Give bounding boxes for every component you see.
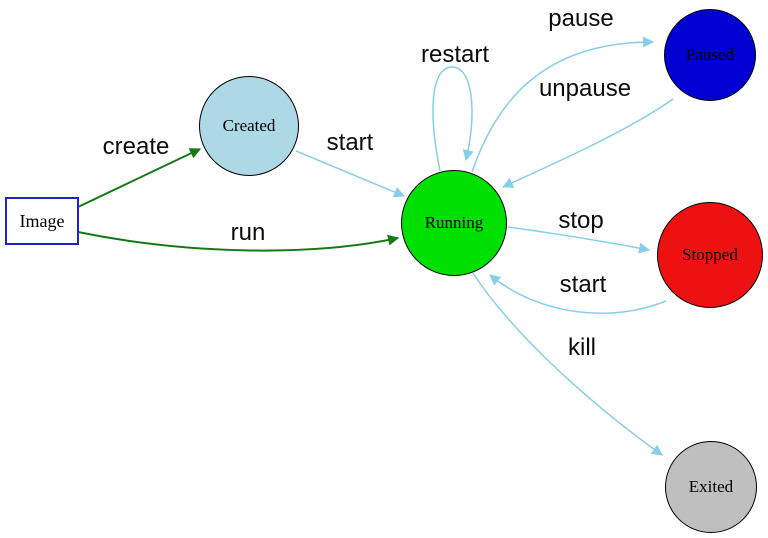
edge-label-pause: pause (548, 5, 614, 32)
node-paused[interactable]: Paused (664, 9, 756, 101)
node-paused-label: Paused (685, 45, 735, 64)
edge-run (77, 231, 400, 252)
edge-pause (471, 36, 655, 173)
edge-start-stopped-running (489, 274, 667, 314)
edge-kill (472, 272, 663, 456)
edge-label-kill: kill (568, 334, 596, 361)
edge-restart-self-loop (432, 66, 474, 172)
node-stopped-label: Stopped (682, 245, 738, 264)
node-stopped[interactable]: Stopped (657, 202, 763, 308)
edge-label-unpause: unpause (538, 75, 632, 102)
edge-start-created-running (295, 150, 406, 198)
node-image[interactable]: Image (5, 197, 79, 245)
node-created[interactable]: Created (199, 76, 299, 176)
edge-label-stop: stop (558, 207, 604, 234)
edge-label-create: create (102, 133, 170, 160)
node-image-label: Image (19, 210, 65, 231)
edge-label-start-created-running: start (326, 129, 374, 156)
edge-create (77, 148, 201, 208)
node-exited-label: Exited (688, 477, 734, 496)
node-running-label: Running (424, 213, 484, 232)
node-exited[interactable]: Exited (665, 441, 757, 533)
node-created-label: Created (222, 116, 276, 135)
node-running[interactable]: Running (401, 170, 507, 276)
edge-label-start-stopped-running: start (559, 271, 607, 298)
edge-label-run: run (230, 219, 266, 246)
edge-unpause (502, 98, 674, 188)
edge-stop (507, 226, 651, 254)
edge-label-restart: restart (420, 41, 490, 68)
